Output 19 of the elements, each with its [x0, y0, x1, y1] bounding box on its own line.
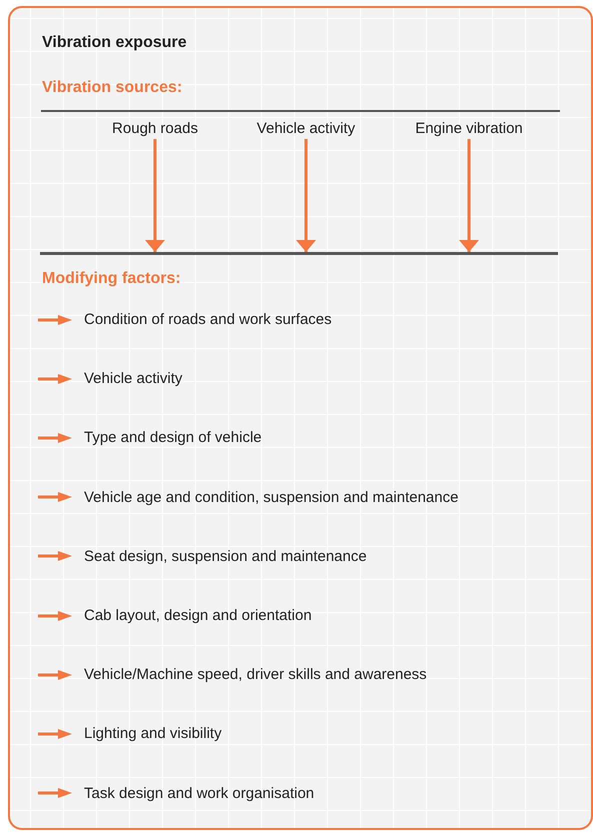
source-label: Rough roads [80, 119, 230, 139]
factor-text: Vehicle age and condition, suspension and maintenance [84, 488, 458, 506]
source-label: Engine vibration [394, 119, 544, 139]
title: Vibration exposure [42, 34, 187, 52]
section-heading: Modifying factors: [42, 270, 181, 288]
arrow [296, 139, 316, 252]
factor-text: Condition of roads and work surfaces [84, 311, 332, 328]
arrow [145, 139, 165, 252]
factor-text: Lighting and visibility [84, 725, 222, 742]
factor-text: Vehicle/Machine speed, driver skills and awareness [84, 666, 427, 684]
factor-text: Seat design, suspension and maintenance [84, 548, 367, 565]
factor-text: Task design and work organisation [84, 784, 314, 802]
factor-text: Vehicle activity [84, 370, 182, 388]
arrow [459, 139, 479, 252]
source-label: Vehicle activity [231, 119, 381, 139]
factor-text: Type and design of vehicle [84, 429, 262, 446]
factor-text: Cab layout, design and orientation [84, 607, 312, 624]
divider-bar [40, 252, 558, 255]
section-heading: Vibration sources: [42, 79, 182, 97]
